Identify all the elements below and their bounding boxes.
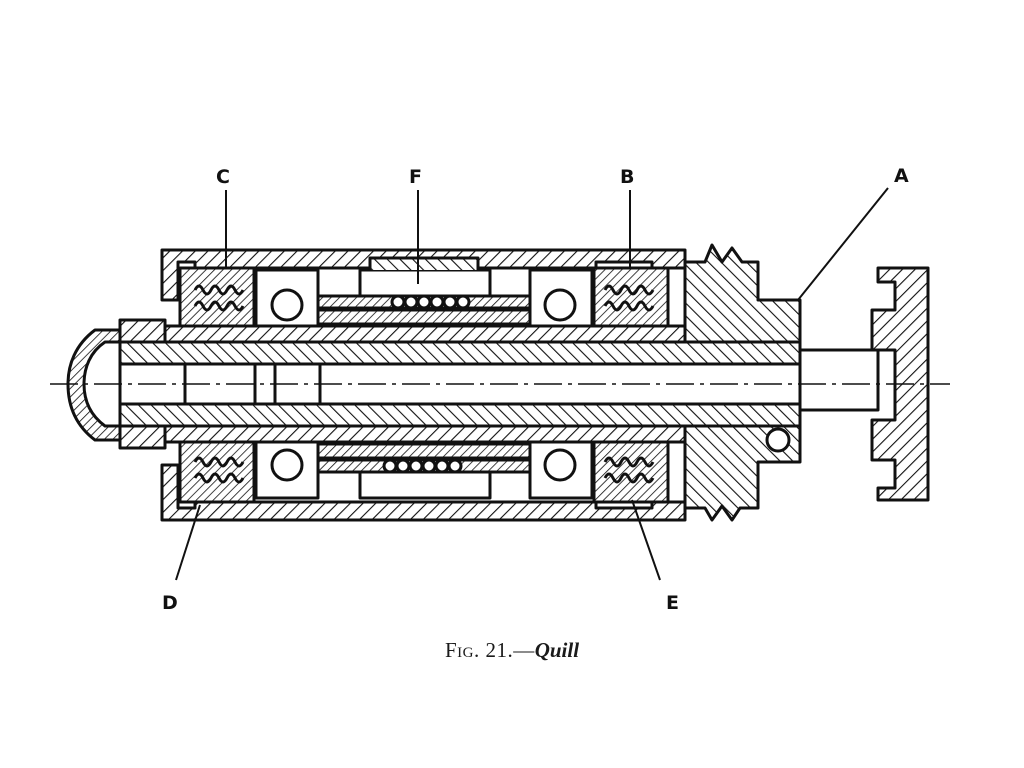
left-seal-d — [178, 440, 256, 504]
figure-title: Quill — [534, 638, 580, 662]
ball-retainer-f-lower — [358, 458, 492, 500]
right-lower-bearing — [528, 440, 594, 500]
label-e: E — [666, 592, 679, 614]
bearing-spacer-lower — [316, 442, 532, 460]
set-screw — [765, 427, 791, 453]
label-c: C — [216, 166, 230, 188]
spindle-nose — [66, 328, 122, 442]
pulley-a — [683, 243, 802, 344]
ball-retainer-f-upper — [358, 256, 492, 310]
label-d: D — [162, 592, 178, 614]
right-upper-bearing — [528, 268, 594, 328]
leader-line-d — [175, 504, 201, 581]
left-lower-bearing — [254, 440, 320, 500]
left-upper-bearing — [254, 268, 320, 328]
spindle-upper-wall — [118, 340, 802, 366]
bearing-spacer-upper — [316, 308, 532, 326]
right-seal-b — [592, 266, 670, 328]
left-seal-c — [178, 266, 256, 328]
spindle-lower-wall — [118, 402, 802, 428]
right-seal-e — [592, 440, 670, 504]
figure-caption: Fig. 21.—Quill — [0, 638, 1024, 663]
label-b: B — [620, 166, 634, 188]
leader-line-a — [797, 187, 889, 301]
label-f: F — [409, 166, 422, 188]
figure-number: Fig. 21.— — [444, 638, 535, 662]
label-a: A — [894, 165, 909, 187]
leader-line-e — [631, 499, 661, 581]
